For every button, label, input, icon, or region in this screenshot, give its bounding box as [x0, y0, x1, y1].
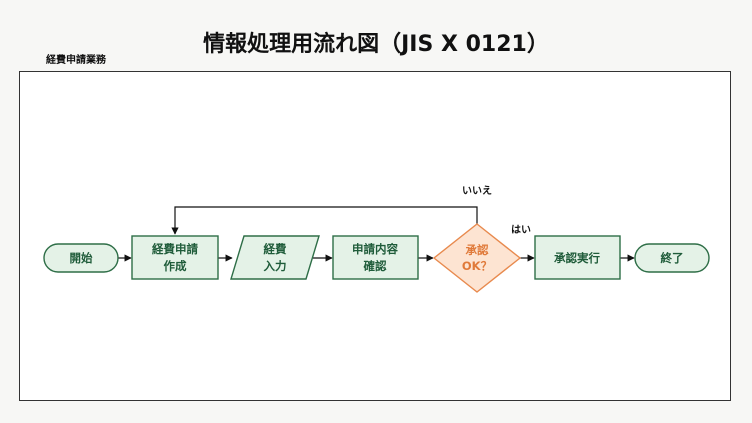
department-label: 経費申請業務	[46, 55, 106, 66]
node-confirm	[332, 235, 419, 280]
node-input-line2: 入力	[264, 259, 287, 273]
edge-label-yes: はい	[511, 224, 531, 236]
node-input-line1: 経費	[264, 242, 287, 256]
edge-decision-loopback	[171, 206, 478, 235]
node-execute	[534, 235, 621, 280]
node-execute-label: 承認実行	[553, 251, 600, 265]
page-title: 情報処理用流れ図（JIS X 0121）	[203, 32, 549, 57]
node-start	[43, 243, 119, 273]
node-confirm-line1: 申請内容	[352, 242, 398, 256]
node-decision	[432, 223, 522, 293]
node-create	[131, 235, 219, 280]
edge-label-no: いいえ	[462, 185, 492, 197]
node-end-label: 終了	[661, 251, 684, 265]
node-create-line2: 作成	[164, 259, 187, 273]
node-decision-line2: OK？	[462, 259, 492, 273]
node-confirm-line2: 確認	[364, 259, 387, 273]
node-start-label: 開始	[70, 251, 93, 265]
node-input	[230, 235, 320, 280]
node-decision-line1: 承認	[465, 243, 489, 257]
node-end	[634, 243, 710, 273]
node-create-line1: 経費申請	[152, 242, 198, 256]
